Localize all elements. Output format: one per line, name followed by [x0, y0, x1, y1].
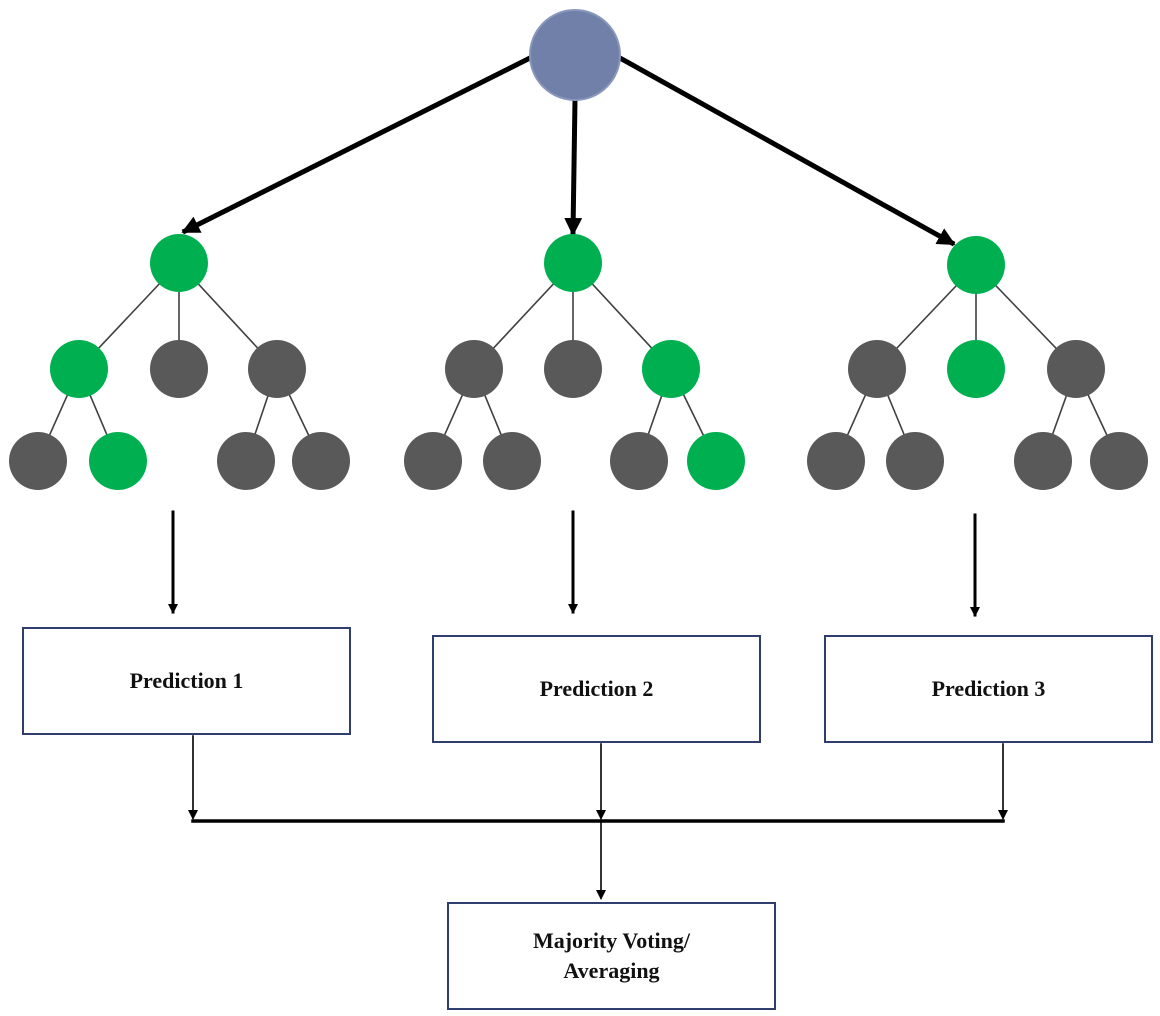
- prediction-2-label: Prediction 2: [539, 676, 654, 702]
- tree-1-level1-node-3: [248, 340, 306, 398]
- prediction-3-label: Prediction 3: [931, 676, 1046, 702]
- tree-3-level1-node-3: [1047, 340, 1105, 398]
- root-node: [529, 9, 621, 101]
- prediction-2-box: Prediction 2: [432, 635, 761, 743]
- prediction-1-label: Prediction 1: [129, 668, 244, 694]
- tree-2-leaf-node-1: [404, 432, 462, 490]
- tree-3-top-node: [947, 236, 1005, 294]
- tree-2-level1-node-3: [642, 340, 700, 398]
- prediction-1-box: Prediction 1: [22, 627, 351, 735]
- tree-3-level1-node-1: [848, 340, 906, 398]
- tree-2-leaf-node-4: [687, 432, 745, 490]
- tree-1-leaf-node-3: [217, 432, 275, 490]
- tree-2-leaf-node-3: [610, 432, 668, 490]
- flow-arrows: [168, 54, 1008, 900]
- tree-1-level1-node-2: [150, 340, 208, 398]
- majority-voting-line1: Majority Voting/: [532, 928, 691, 954]
- tree-1-leaf-node-2: [89, 432, 147, 490]
- tree-3-leaf-node-3: [1014, 432, 1072, 490]
- tree-1-leaf-node-4: [292, 432, 350, 490]
- majority-voting-line2: Averaging: [563, 958, 660, 983]
- tree-1-top-node: [150, 234, 208, 292]
- tree-2-top-node: [544, 234, 602, 292]
- tree-1-leaf-node-1: [9, 432, 67, 490]
- tree-3-leaf-node-2: [886, 432, 944, 490]
- tree-2-level1-node-2: [544, 340, 602, 398]
- root-to-tree-2-arrow: [564, 97, 583, 236]
- majority-voting-label: Majority Voting/ Averaging: [533, 926, 690, 985]
- tree-1-level1-node-1: [50, 340, 108, 398]
- tree-nodes: [9, 9, 1148, 490]
- tree-3-leaf-node-1: [807, 432, 865, 490]
- tree-3-leaf-node-4: [1090, 432, 1148, 490]
- tree-2-leaf-node-2: [483, 432, 541, 490]
- tree-3-level1-node-2: [947, 340, 1005, 398]
- root-to-tree-1-arrow: [181, 54, 534, 235]
- majority-voting-box: Majority Voting/ Averaging: [447, 902, 776, 1010]
- root-to-tree-3-arrow: [616, 54, 956, 247]
- prediction-3-box: Prediction 3: [824, 635, 1153, 743]
- tree-2-level1-node-1: [445, 340, 503, 398]
